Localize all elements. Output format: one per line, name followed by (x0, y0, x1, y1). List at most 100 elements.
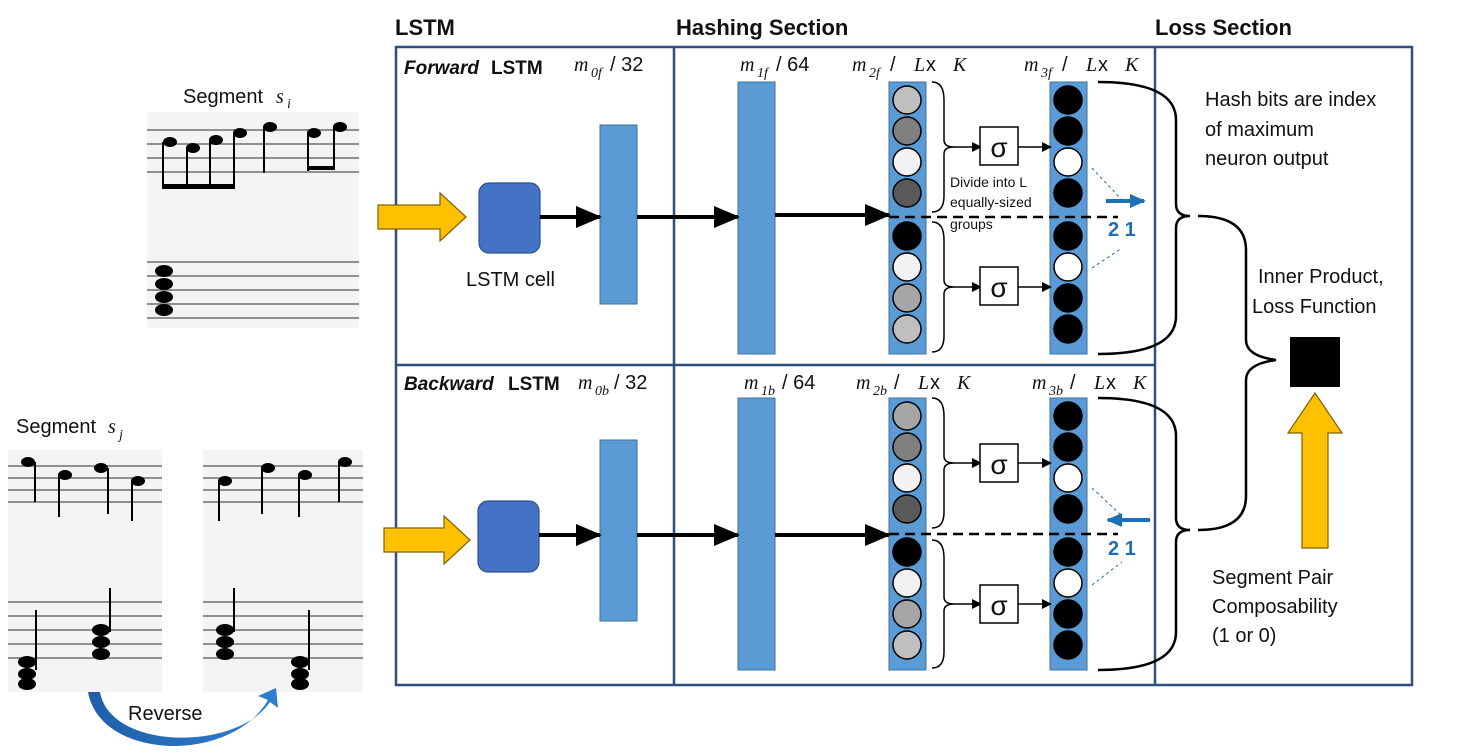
fwd-m1-rest: / 64 (776, 54, 809, 76)
loss-output-box (1290, 337, 1340, 387)
fwd-sigma-box-bottom (979, 266, 1019, 306)
bwd-m2-var: m (856, 372, 870, 394)
neuron (1053, 568, 1083, 598)
fwd-output-brace (1097, 80, 1191, 356)
neuron (892, 178, 922, 208)
segment-sj-label: Segment (16, 416, 96, 438)
neuron (892, 537, 922, 567)
neuron (1053, 178, 1083, 208)
bwd-sigma-box-top (979, 443, 1019, 483)
bwd-brace-top (931, 397, 955, 529)
fwd-brace-bottom (931, 221, 955, 353)
fwd-brace-top (931, 81, 955, 213)
fwd-m2-neurons-top (892, 85, 922, 208)
pair-text-1: Segment Pair (1212, 567, 1334, 589)
forward-lstm: Forward LSTM m 0f / 32 m 1f / 64 m 2f / … (404, 54, 1191, 356)
segment-si-var: s (276, 86, 284, 108)
bwd-output-brace (1097, 396, 1191, 672)
fwd-m3-L: L (1085, 54, 1097, 76)
loss-section: Hash bits are index of maximum neuron ou… (1197, 89, 1384, 647)
segment-sj: Segment s j (8, 416, 363, 746)
neuron (1053, 599, 1083, 629)
fwd-m2-var: m (852, 54, 866, 76)
bwd-m3-neurons-top (1053, 401, 1083, 524)
neuron (892, 85, 922, 115)
loss-combine-brace (1197, 214, 1277, 532)
neuron (892, 147, 922, 177)
fwd-m0-rest: / 32 (610, 54, 643, 76)
bwd-m3-neurons-bottom (1053, 537, 1083, 660)
neuron (1053, 283, 1083, 313)
neuron (1053, 252, 1083, 282)
bwd-m2-K: K (956, 372, 972, 394)
bwd-m2-L: L (917, 372, 929, 394)
fwd-m1-var: m (740, 54, 754, 76)
segment-sj-sub: j (117, 428, 123, 443)
segment-si-sub: i (287, 97, 291, 112)
bwd-m1-sub: 1b (761, 384, 775, 399)
header-lstm: LSTM (395, 15, 455, 40)
bwd-m0-rest: / 32 (614, 372, 647, 394)
bwd-hash-bits: 2 1 (1108, 538, 1136, 560)
bwd-m2-neurons-top (892, 401, 922, 524)
fwd-m2-K: K (952, 54, 968, 76)
fwd-sigma-top: σ (990, 132, 1007, 163)
neuron (892, 283, 922, 313)
bwd-m1-layer (737, 397, 776, 671)
score-si (147, 112, 359, 328)
backward-title-rest: LSTM (508, 374, 560, 395)
bwd-m3-x: x (1106, 372, 1116, 394)
neuron (892, 494, 922, 524)
neuron (892, 314, 922, 344)
bwd-m0-var: m (578, 372, 592, 394)
header-hashing: Hashing Section (676, 15, 848, 40)
fwd-m1-layer (737, 81, 776, 355)
hash-text-2: of maximum (1205, 119, 1314, 141)
bwd-sigma-bottom: σ (990, 590, 1007, 621)
neuron (1053, 463, 1083, 493)
notes-si (155, 122, 347, 316)
bwd-sigma-box-bottom (979, 584, 1019, 624)
fwd-sigma-bottom: σ (990, 272, 1007, 303)
bwd-m1-rest: / 64 (782, 372, 815, 394)
neuron (1053, 85, 1083, 115)
fwd-m0-layer (599, 124, 638, 305)
fwd-lstm-cell-label: LSTM cell (466, 269, 555, 291)
neuron (892, 221, 922, 251)
bwd-m3-L: L (1093, 372, 1105, 394)
input-arrow-backward (383, 514, 471, 566)
neuron (1053, 147, 1083, 177)
fwd-m2-x: x (926, 54, 936, 76)
fwd-m3-neurons-top (1053, 85, 1083, 208)
bwd-m3-slash: / (1070, 372, 1076, 394)
divide-text-3: groups (950, 216, 993, 232)
neuron (892, 432, 922, 462)
neuron (892, 630, 922, 660)
segment-si-label: Segment (183, 86, 263, 108)
inner-text-2: Loss Function (1252, 296, 1377, 318)
bwd-m2-sub: 2b (873, 384, 887, 399)
bwd-m2-x: x (930, 372, 940, 394)
backward-lstm: Backward LSTM m 0b / 32 m 1b / 64 m 2b /… (404, 372, 1191, 672)
divide-text-2: equally-sized (950, 194, 1032, 210)
bwd-m0-sub: 0b (595, 384, 609, 399)
reverse-arrow (88, 688, 278, 746)
neuron (1053, 314, 1083, 344)
neuron (892, 116, 922, 146)
bwd-m2-slash: / (894, 372, 900, 394)
neuron (1053, 221, 1083, 251)
neuron (892, 401, 922, 431)
fwd-m2-L: L (913, 54, 925, 76)
fwd-m2-neurons-bottom (892, 221, 922, 344)
bwd-brace-bottom (931, 539, 955, 669)
reverse-label: Reverse (128, 703, 202, 725)
pair-text-2: Composability (1212, 596, 1338, 618)
neuron (892, 463, 922, 493)
segment-sj-var: s (108, 416, 116, 438)
neuron (1053, 432, 1083, 462)
label-input-arrow (1286, 391, 1344, 549)
fwd-m3-var: m (1024, 54, 1038, 76)
header-loss: Loss Section (1155, 15, 1292, 40)
fwd-m2-sub: 2f (869, 66, 882, 81)
